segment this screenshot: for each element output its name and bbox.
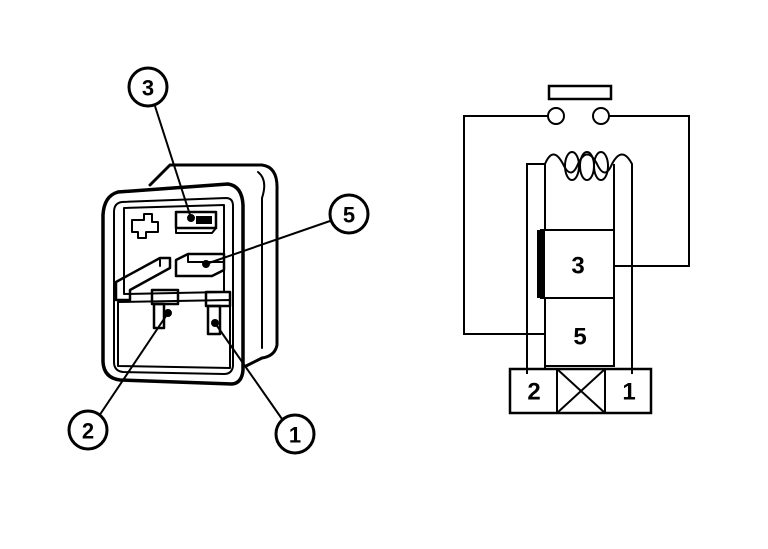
relay-housing-back: [148, 163, 279, 368]
terminal-5-label: 5: [573, 324, 586, 351]
terminal-2-label: 2: [527, 379, 540, 406]
relay-housing-rim: [113, 197, 234, 375]
relay-housing-front: [101, 182, 245, 386]
leader-1: [214, 322, 283, 420]
wire-left-outer: [463, 115, 548, 335]
leader-3: [153, 102, 192, 219]
coil-loop-2: [579, 151, 595, 181]
switch-contact-left: [547, 107, 565, 125]
terminal-2-post: [152, 302, 166, 330]
callout-1: 1: [274, 413, 316, 455]
leader-5-dot: [202, 260, 210, 268]
callout-1-label: 1: [289, 423, 301, 448]
callout-leaders: [98, 102, 331, 420]
relay-housing-side-edge: [257, 171, 266, 349]
relay-lower-cavity: [117, 299, 231, 369]
callout-2-label: 2: [82, 419, 94, 444]
switch-contact-bar: [547, 84, 613, 101]
leader-5: [205, 220, 331, 265]
terminal-3-blade-fill: [196, 216, 212, 224]
terminal-3-marker: [537, 230, 545, 298]
terminal-3-blade-shadow: [175, 227, 217, 234]
callout-3-label: 3: [142, 76, 154, 101]
coil-icon: [526, 153, 633, 374]
switch-contact-right: [592, 107, 610, 125]
callout-3: 3: [127, 66, 169, 108]
terminal-3-blade: [174, 210, 218, 230]
callout-2: 2: [67, 409, 109, 451]
leader-2-dot: [164, 309, 172, 317]
coil-loop-3: [593, 151, 609, 181]
relay-small-terminal: [131, 213, 159, 239]
leader-1-dot: [211, 319, 219, 327]
terminal-1-label: 1: [622, 379, 635, 406]
relay-schematic: [463, 84, 690, 415]
relay-left-rail: [114, 256, 172, 302]
leader-3-dot: [187, 214, 195, 222]
callout-5: 5: [328, 193, 370, 235]
connector-cross-b: [556, 368, 606, 414]
callout-5-label: 5: [343, 203, 355, 228]
relay-illustration: [101, 163, 279, 386]
terminal-1-blade: [204, 290, 232, 308]
terminal-1-post: [206, 304, 222, 336]
leader-2: [98, 312, 169, 417]
terminal-5-box: [544, 297, 615, 367]
terminal-3-label: 3: [571, 253, 584, 280]
connector-block: [508, 367, 653, 415]
terminal-5-blade: [174, 252, 226, 278]
wire-right-outer: [609, 115, 690, 267]
